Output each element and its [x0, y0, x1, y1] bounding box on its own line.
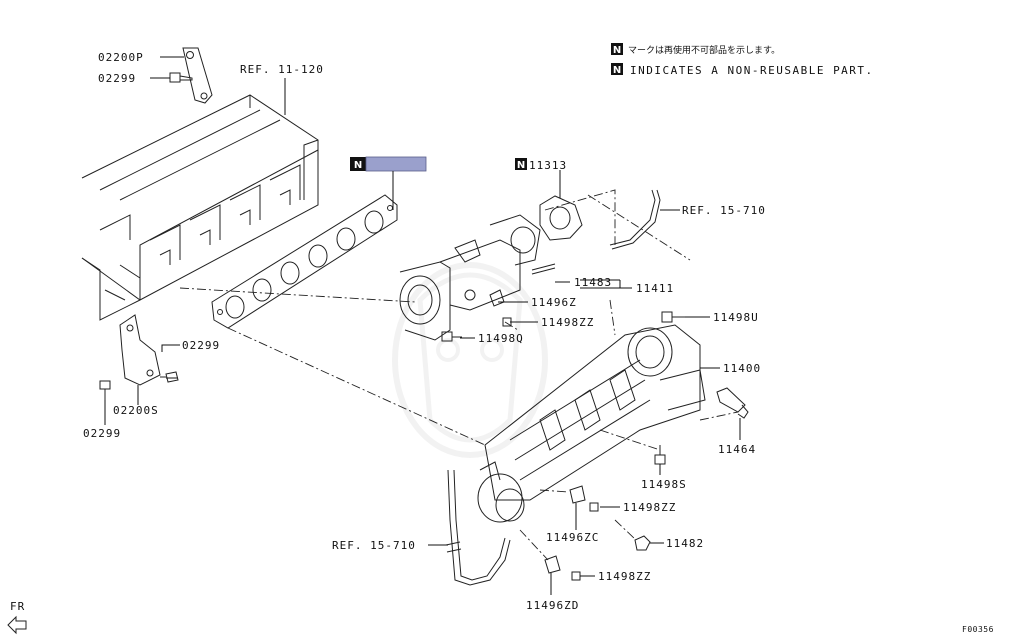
label-11498ZZ-c: 11498ZZ [598, 570, 651, 583]
english-note: INDICATES A NON-REUSABLE PART. [630, 64, 874, 77]
egr-gasket-11313 [539, 195, 583, 241]
bolt-11498U [661, 311, 685, 323]
japanese-note: マークは再使用不可部品を示します。 [628, 44, 780, 56]
bolt-02299-mid [160, 371, 179, 383]
intake-gasket-drawing [211, 194, 398, 329]
bolt-11498Q [441, 331, 462, 342]
label-11498S: 11498S [641, 478, 687, 491]
label-11498Q: 11498Q [478, 332, 524, 345]
bolt-02299-top [169, 72, 193, 83]
throttle-body-drawing [399, 214, 541, 341]
leader-lines [104, 56, 741, 595]
label-ref-15-710-top: REF. 15-710 [682, 204, 766, 217]
label-02299-low: 02299 [83, 427, 121, 440]
bolt-11498ZZ-c [571, 571, 581, 581]
label-02299-top: 02299 [98, 72, 136, 85]
label-11496ZC: 11496ZC [546, 531, 599, 544]
label-11400: 11400 [723, 362, 761, 375]
front-arrow-icon [7, 615, 27, 635]
non-reusable-badge-icon [611, 63, 623, 75]
label-11496Z: 11496Z [531, 296, 577, 309]
non-reusable-badge-icon [350, 157, 366, 171]
sensor-11464 [716, 387, 749, 419]
clip-11496Z [489, 289, 505, 307]
clip-11496ZC [569, 485, 586, 504]
label-11498ZZ-b: 11498ZZ [623, 501, 676, 514]
label-11411: 11411 [636, 282, 674, 295]
front-direction-indicator: FR [7, 600, 27, 635]
tube-11483 [531, 263, 556, 275]
non-reusable-badge-icon [515, 158, 527, 170]
non-reusable-badge-icon [611, 43, 623, 55]
clip-11496ZD [544, 555, 561, 574]
badge-letter: N [613, 45, 621, 56]
watermark-emblem [392, 262, 548, 458]
label-11464: 11464 [718, 443, 756, 456]
fr-label: FR [10, 600, 25, 613]
label-11482: 11482 [666, 537, 704, 550]
bracket-02200P [182, 47, 213, 104]
intake-manifold-drawing [477, 324, 706, 523]
cylinder-head-drawing [81, 94, 319, 321]
label-02200P: 02200P [98, 51, 144, 64]
vacuum-hose-bottom [445, 469, 511, 586]
label-02200S: 02200S [113, 404, 159, 417]
gasket-part-number-highlight [365, 156, 427, 172]
part-labels: 02200P 02299 REF. 11-120 11313 REF. 15-7… [83, 51, 766, 612]
bolt-11498ZZ-b [589, 502, 599, 512]
nut-11482 [634, 535, 651, 551]
figure-code: F00356 [962, 625, 994, 634]
badge-letter: N [613, 65, 621, 76]
label-11498ZZ-a: 11498ZZ [541, 316, 594, 329]
label-ref-15-710-bottom: REF. 15-710 [332, 539, 416, 552]
label-ref-11-120: REF. 11-120 [240, 63, 324, 76]
bracket-02200S [119, 314, 161, 386]
label-11498U: 11498U [713, 311, 759, 324]
alignment-lines [179, 189, 739, 561]
legend: N マークは再使用不可部品を示します。 N INDICATES A NON-RE… [611, 43, 874, 77]
vacuum-hose-top [609, 189, 661, 250]
bolt-02299-low [99, 380, 111, 400]
bolt-11498S [654, 445, 666, 465]
label-11483: 11483 [574, 276, 612, 289]
label-11496ZD: 11496ZD [526, 599, 579, 612]
label-11313: 11313 [529, 159, 567, 172]
badge-letter: N [354, 160, 362, 171]
badge-letter: N [517, 160, 525, 171]
label-02299-mid: 02299 [182, 339, 220, 352]
